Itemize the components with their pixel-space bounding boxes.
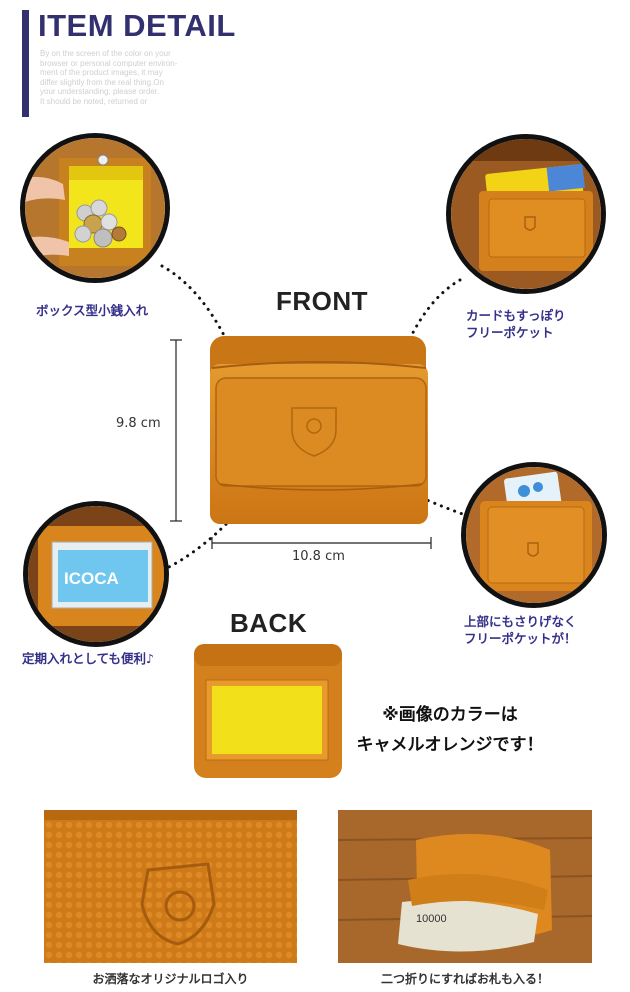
pass-holder-caption: 定期入れとしても便利♪ xyxy=(22,651,154,666)
caption-line: 上部にもさりげなく xyxy=(464,614,577,629)
card-brand-text: ICOCA xyxy=(64,569,119,588)
disclaimer-line: It should be noted, returned or xyxy=(40,96,148,106)
top-pocket-caption: 上部にもさりげなく フリーポケットが！ xyxy=(464,613,577,647)
disclaimer-line: ment of the product images, it may xyxy=(40,68,163,77)
header-accent-bar xyxy=(22,10,29,117)
disclaimer-line: differ slightly from the real thing.On xyxy=(40,77,164,87)
disclaimer-line: browser or personal computer environ- xyxy=(40,58,178,68)
connector-pass xyxy=(161,500,249,572)
coin-pocket-caption: ボックス型小銭入れ xyxy=(36,303,149,318)
color-note-line: キャメルオレンジです！ xyxy=(356,735,544,755)
caption-line: カードもすっぽり xyxy=(466,308,566,323)
top-pocket-photo xyxy=(461,462,607,608)
coin-pocket-photo xyxy=(20,133,170,283)
color-note-line: ※画像のカラーは xyxy=(382,705,518,725)
width-dimension: 10.8 cm xyxy=(292,549,345,564)
caption-line: フリーポケット xyxy=(466,325,554,340)
section-title: ITEM DETAIL xyxy=(38,8,236,43)
wallet-front-photo xyxy=(206,334,432,532)
disclaimer-line: By on the screen of the color on your xyxy=(40,49,171,58)
card-pocket-caption: カードもすっぽり フリーポケット xyxy=(466,307,566,341)
height-dimension: 9.8 cm xyxy=(116,416,161,431)
folded-bill-photo: 10000 xyxy=(338,810,592,963)
pass-holder-photo: ICOCA xyxy=(23,501,169,647)
logo-closeup-caption: お洒落なオリジナルロゴ入り xyxy=(92,972,249,986)
wallet-back-photo xyxy=(192,642,344,784)
disclaimer-line: your understanding, please order. xyxy=(40,87,160,96)
caption-line: フリーポケットが！ xyxy=(464,631,577,646)
color-disclaimer: By on the screen of the color on your br… xyxy=(40,49,200,106)
card-pocket-photo xyxy=(446,134,606,294)
back-label: BACK xyxy=(230,608,308,638)
bill-number: 10000 xyxy=(416,913,447,925)
connector-top xyxy=(411,492,470,518)
logo-closeup-photo xyxy=(44,810,297,963)
color-note: ※画像のカラーは キャメルオレンジです！ xyxy=(350,700,550,760)
front-label: FRONT xyxy=(276,286,369,316)
folded-bill-caption: 二つ折りにすればお札も入る！ xyxy=(380,972,550,986)
